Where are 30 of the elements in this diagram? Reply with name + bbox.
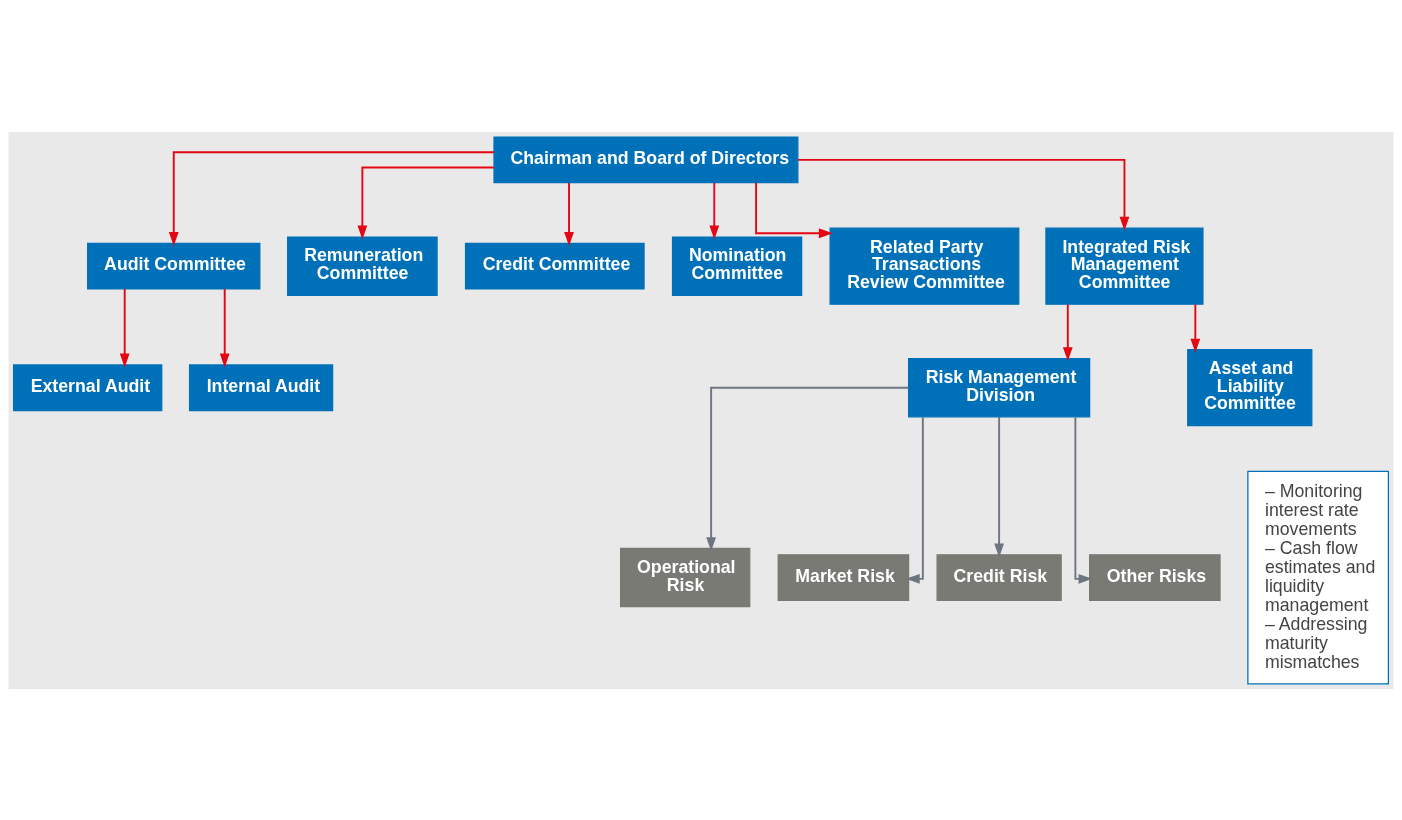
- arrow: [564, 181, 574, 246]
- node-box: Internal Audit: [188, 363, 334, 411]
- arrow: [706, 386, 910, 551]
- node-box: Nomination Committee: [671, 235, 803, 296]
- node-box: Risk Management Division: [907, 357, 1091, 417]
- arrow: [709, 181, 720, 240]
- node-box: Integrated Risk Management Committee: [1045, 227, 1204, 305]
- node-box: Remuneration Committee: [287, 235, 438, 296]
- arrow: [755, 181, 833, 238]
- arrow: [119, 287, 130, 367]
- node-box: Audit Committee: [87, 242, 261, 290]
- node-box: – Monitoring interest rate movements – Cash flow estimates and liquidity management – Addressing maturity mismatches: [1247, 470, 1390, 685]
- node-box: Asset and Liability Committee: [1187, 348, 1313, 426]
- arrow: [219, 287, 230, 367]
- node-box: Credit Committee: [464, 242, 645, 290]
- arrow: [905, 415, 924, 584]
- arrow: [1062, 302, 1073, 361]
- arrow: [1074, 415, 1093, 584]
- node-box: External Audit: [12, 363, 163, 411]
- node-box: Operational Risk: [619, 547, 751, 607]
- arrow: [168, 150, 495, 246]
- node-box: Chairman and Board of Directors: [493, 135, 799, 183]
- node-box: Market Risk: [777, 553, 910, 601]
- arrow: [797, 158, 1130, 231]
- arrow: [1190, 302, 1201, 353]
- arrow: [357, 166, 495, 239]
- node-box: Credit Risk: [936, 553, 1062, 601]
- node-box: Other Risks: [1089, 553, 1221, 601]
- arrow: [994, 415, 1004, 557]
- node-box: Related Party Transactions Review Committee: [829, 227, 1020, 305]
